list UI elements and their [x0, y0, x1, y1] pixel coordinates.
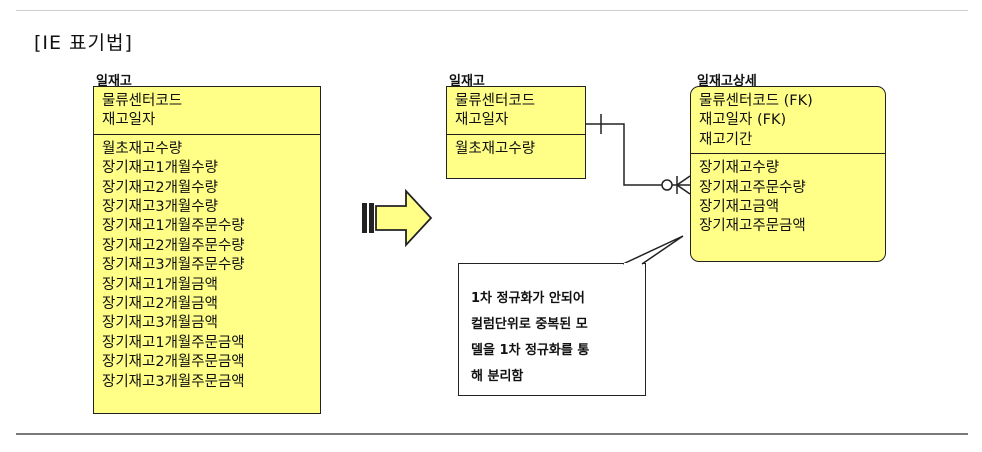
- left-attr: 장기재고2개월금액: [102, 296, 218, 313]
- note-line: 델을 1차 정규화를 통: [471, 343, 590, 358]
- callout-note: 1차 정규화가 안되어 컬럼단위로 중복된 모 델을 1차 정규화를 통 해 분…: [458, 263, 646, 396]
- left-attr: 장기재고1개월주문수량: [102, 218, 245, 235]
- left-entity-key-section: 물류센터코드 재고일자: [94, 87, 320, 135]
- mid-attr: 월초재고수량: [455, 140, 536, 157]
- note-line: 1차 정규화가 안되어: [471, 291, 585, 306]
- right-entity-box: 물류센터코드 (FK) 재고일자 (FK) 재고기간 장기재고수량 장기재고주문…: [690, 86, 886, 262]
- mid-entity-box: 물류센터코드 재고일자 월초재고수량: [446, 86, 586, 179]
- left-attr: 장기재고1개월금액: [102, 276, 218, 293]
- left-attr: 장기재고2개월수량: [102, 179, 218, 196]
- left-key: 물류센터코드: [102, 93, 183, 109]
- left-attr: 장기재고3개월수량: [102, 199, 218, 216]
- right-key: 물류센터코드 (FK): [699, 93, 813, 109]
- left-attr: 장기재고3개월주문수량: [102, 257, 245, 274]
- diagram-frame: [16, 10, 968, 435]
- diagram-heading: [IE 표기법]: [34, 32, 133, 54]
- right-attr: 장기재고수량: [699, 160, 780, 177]
- left-entity-box: 물류센터코드 재고일자 월초재고수량 장기재고1개월수량 장기재고2개월수량 장…: [93, 86, 321, 414]
- right-entity-title: 일재고상세: [697, 74, 757, 89]
- mid-entity-title: 일재고: [449, 74, 485, 89]
- note-line: 해 분리함: [471, 369, 524, 384]
- right-key: 재고일자 (FK): [699, 112, 787, 129]
- left-entity-title: 일재고: [96, 74, 132, 89]
- left-attr: 장기재고3개월주문금액: [102, 373, 245, 390]
- right-entity-key-section: 물류센터코드 (FK) 재고일자 (FK) 재고기간: [691, 87, 885, 155]
- left-key: 재고일자: [102, 112, 156, 129]
- left-attr: 장기재고3개월금액: [102, 315, 218, 332]
- left-attr: 장기재고2개월주문수량: [102, 237, 245, 254]
- right-attr: 장기재고주문수량: [699, 179, 806, 196]
- left-entity-attr-section: 월초재고수량 장기재고1개월수량 장기재고2개월수량 장기재고3개월수량 장기재…: [94, 135, 320, 395]
- mid-entity-key-section: 물류센터코드 재고일자: [447, 87, 585, 135]
- left-attr: 장기재고1개월주문금액: [102, 334, 245, 351]
- left-attr: 장기재고2개월주문금액: [102, 354, 245, 371]
- right-attr: 장기재고금액: [699, 199, 780, 216]
- right-key: 재고기간: [699, 131, 753, 148]
- note-line: 컬럼단위로 중복된 모: [471, 317, 588, 332]
- right-attr: 장기재고주문금액: [699, 218, 806, 235]
- mid-key: 재고일자: [455, 112, 509, 129]
- left-attr: 월초재고수량: [102, 140, 183, 157]
- left-attr: 장기재고1개월수량: [102, 160, 218, 177]
- right-entity-attr-section: 장기재고수량 장기재고주문수량 장기재고금액 장기재고주문금액: [691, 154, 885, 240]
- mid-key: 물류센터코드: [455, 93, 536, 109]
- mid-entity-attr-section: 월초재고수량: [447, 135, 585, 162]
